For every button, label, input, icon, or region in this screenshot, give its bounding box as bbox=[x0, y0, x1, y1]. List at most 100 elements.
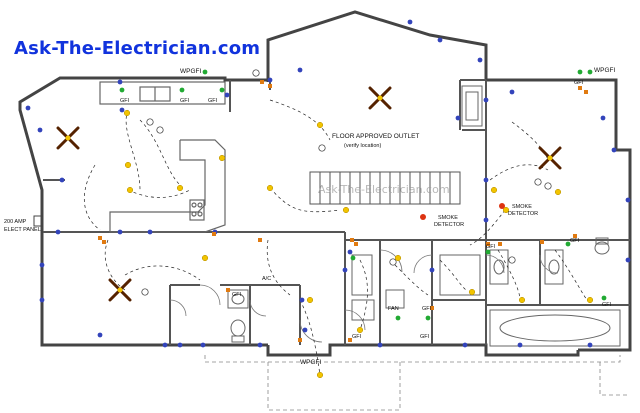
label-fan: FAN bbox=[388, 306, 399, 312]
label-ac: A/C bbox=[262, 276, 271, 282]
outlet-icon bbox=[162, 342, 168, 348]
switch-icon bbox=[226, 288, 230, 292]
watermark-text: Ask-The-Electrician.com bbox=[318, 183, 450, 196]
label-floor-outlet: FLOOR APPROVED OUTLET bbox=[332, 133, 419, 140]
light-fixture-icon bbox=[342, 206, 350, 214]
light-fixture-icon bbox=[394, 254, 402, 262]
outlet-icon bbox=[625, 257, 631, 263]
circuit-marker bbox=[156, 126, 164, 134]
outlet-icon bbox=[39, 262, 45, 268]
outlet-icon bbox=[517, 342, 523, 348]
gfi-marker bbox=[485, 249, 491, 255]
outlet-icon bbox=[477, 57, 483, 63]
fireplace bbox=[461, 85, 483, 127]
circuit-marker bbox=[318, 144, 326, 152]
light-fixture-icon bbox=[554, 188, 562, 196]
outlet-icon bbox=[37, 127, 43, 133]
outlet-icon bbox=[299, 297, 305, 303]
bath-fixtures bbox=[227, 237, 621, 347]
ceiling-fan-icon bbox=[538, 146, 562, 170]
ceiling-fan-icon bbox=[56, 126, 80, 150]
label-gfi-mbath: GFI bbox=[570, 238, 580, 244]
label-gfi-master-2: GFI bbox=[486, 244, 496, 250]
outlet-icon bbox=[119, 107, 125, 113]
gfi-marker bbox=[577, 69, 583, 75]
outlet-icon bbox=[200, 342, 206, 348]
circuit-marker bbox=[544, 182, 552, 190]
gfi-marker bbox=[425, 315, 431, 321]
outlet-icon bbox=[483, 217, 489, 223]
outlet-icon bbox=[437, 37, 443, 43]
label-gfi-master-1: GFI bbox=[574, 80, 584, 86]
label-smoke-1: SMOKE bbox=[438, 215, 458, 221]
light-fixture-icon bbox=[201, 254, 209, 262]
label-floor-outlet-note: (verify location) bbox=[344, 143, 381, 149]
switch-icon bbox=[268, 84, 272, 88]
switch-icon bbox=[540, 240, 544, 244]
outlet-icon bbox=[407, 19, 413, 25]
outlet-icon bbox=[509, 89, 515, 95]
label-wpgfi-top: WPGFI bbox=[180, 68, 201, 75]
switch-icon bbox=[354, 242, 358, 246]
label-smoke-1-b: DETECTOR bbox=[434, 222, 464, 228]
outlet-icon bbox=[625, 197, 631, 203]
circuit-marker bbox=[534, 178, 542, 186]
light-fixture-icon bbox=[356, 326, 364, 334]
label-wpgfi-bottom: WPGFI bbox=[300, 359, 321, 366]
switch-icon bbox=[573, 234, 577, 238]
panel-box bbox=[33, 215, 43, 227]
light-fixture-icon bbox=[306, 296, 314, 304]
outlet-icon bbox=[600, 115, 606, 121]
outlet-icon bbox=[117, 79, 123, 85]
outlet-icon bbox=[177, 342, 183, 348]
label-gfi-guest: GFI bbox=[602, 302, 612, 308]
outlet-icon bbox=[483, 97, 489, 103]
outlet-icon bbox=[347, 249, 353, 255]
label-panel-name: ELECT PANEL bbox=[4, 227, 41, 233]
outlet-icon bbox=[462, 342, 468, 348]
outlet-icon bbox=[483, 177, 489, 183]
light-fixture-icon bbox=[586, 296, 594, 304]
label-gfi-kitchen-2: GFI bbox=[180, 98, 190, 104]
outlet-icon bbox=[611, 147, 617, 153]
label-gfi-bath: GFI bbox=[232, 292, 242, 298]
light-fixture-icon bbox=[518, 296, 526, 304]
light-fixture-icon bbox=[124, 161, 132, 169]
outlet-icon bbox=[39, 297, 45, 303]
label-gfi-kitchen-1: GFI bbox=[120, 98, 130, 104]
light-fixture-icon bbox=[123, 109, 131, 117]
gfi-marker bbox=[587, 69, 593, 75]
gfi-marker bbox=[565, 241, 571, 247]
circuit-marker bbox=[508, 256, 516, 264]
porch-outline bbox=[204, 355, 630, 411]
outlet-icon bbox=[302, 327, 308, 333]
outlet-icon bbox=[25, 105, 31, 111]
light-fixture-icon bbox=[126, 186, 134, 194]
smoke-detector-icon bbox=[420, 214, 426, 220]
switch-icon bbox=[98, 236, 102, 240]
light-fixture-icon bbox=[502, 206, 510, 214]
label-gfi-kitchen-3: GFI bbox=[208, 98, 218, 104]
label-smoke-2-b: DETECTOR bbox=[508, 211, 538, 217]
switch-icon bbox=[498, 242, 502, 246]
switch-icon bbox=[348, 338, 352, 342]
kitchen-counters bbox=[99, 81, 226, 233]
circuit-marker bbox=[389, 258, 397, 266]
outlet-icon bbox=[587, 342, 593, 348]
light-fixture-icon bbox=[316, 371, 324, 379]
light-fixture-icon bbox=[490, 186, 498, 194]
outlet-icon bbox=[117, 229, 123, 235]
light-fixture-icon bbox=[468, 288, 476, 296]
switch-icon bbox=[350, 238, 354, 242]
circuit-marker bbox=[252, 69, 260, 77]
light-fixture-icon bbox=[218, 154, 226, 162]
ceiling-fan-icon bbox=[108, 278, 132, 302]
switch-icon bbox=[430, 306, 434, 310]
switch-icon bbox=[584, 90, 588, 94]
switch-icon bbox=[260, 80, 264, 84]
switch-icon bbox=[102, 240, 106, 244]
outlet-icon bbox=[59, 177, 65, 183]
gfi-marker bbox=[601, 295, 607, 301]
label-gfi-laundry: GFI bbox=[420, 334, 430, 340]
